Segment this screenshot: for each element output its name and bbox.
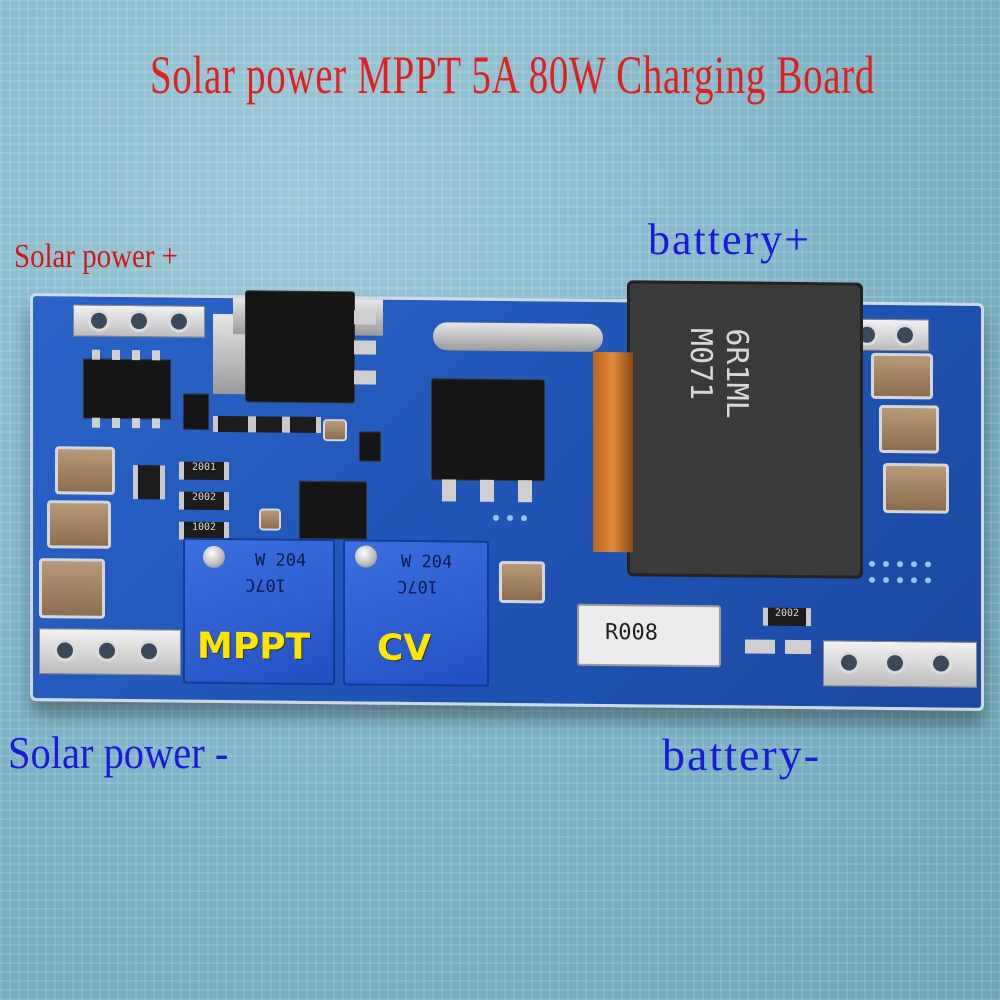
smd-resistor: 2002: [763, 607, 811, 627]
pcb-board: 2001 2002 1002 6R1ML M071 R008 2002 W 2: [30, 280, 984, 711]
trim-screw-icon[interactable]: [355, 545, 377, 568]
inductor-marking-line1: 6R1ML: [719, 328, 754, 419]
shunt-marking: R008: [605, 620, 658, 646]
smd-resistor: 2001: [179, 461, 229, 481]
component-leg: [785, 639, 811, 655]
input-capacitor: [47, 500, 111, 549]
pad-hole: [96, 639, 118, 662]
smd-resistor: [251, 416, 287, 433]
battery-plus-label: battery+: [648, 215, 811, 264]
pad-hole: [838, 651, 860, 674]
output-capacitor: [871, 352, 933, 400]
solar-power-plus-label: Solar power +: [14, 238, 178, 275]
small-transistor: [359, 431, 381, 462]
diode: [183, 393, 209, 430]
inductor-marking-line2: M071: [683, 327, 718, 401]
via: [507, 515, 513, 522]
via: [925, 561, 931, 568]
smd-resistor: [213, 415, 253, 433]
controller-ic: [83, 349, 171, 429]
smd-capacitor: [259, 508, 281, 531]
pad-hole: [88, 309, 110, 332]
via: [493, 514, 499, 521]
solar-plus-pad: [73, 304, 205, 338]
pot-code-line2: 107C: [245, 574, 286, 595]
output-capacitor: [883, 462, 949, 514]
pad-hole: [138, 640, 160, 663]
via: [897, 577, 903, 584]
via: [883, 560, 889, 568]
pot-code-line1: W 204: [255, 550, 307, 571]
solar-power-minus-label: Solar power -: [8, 727, 229, 778]
mppt-label: MPPT: [197, 625, 311, 668]
via: [883, 576, 889, 584]
via: [869, 576, 875, 583]
pot-code-line2: 107C: [397, 575, 438, 597]
smd-resistor: [285, 416, 321, 434]
smd-capacitor: [499, 560, 545, 604]
mosfet: [431, 378, 545, 503]
via: [897, 561, 903, 568]
shunt-resistor: R008: [577, 603, 721, 668]
cv-potentiometer[interactable]: W 204 107C CV: [343, 539, 489, 687]
pad-hole: [168, 310, 190, 333]
via: [911, 561, 917, 568]
battery-minus-pad: [823, 640, 977, 688]
via: [911, 577, 917, 584]
cv-label: CV: [377, 627, 432, 670]
via: [521, 515, 527, 522]
solar-minus-pad: [39, 628, 181, 676]
pad-hole: [128, 310, 150, 333]
smd-capacitor: [323, 419, 347, 442]
inductor-winding: [593, 351, 633, 553]
mosfet: [245, 290, 376, 404]
component-leg: [745, 639, 775, 654]
pad-hole: [884, 651, 906, 675]
pad-hole: [894, 324, 916, 347]
smd-resistor: 2002: [179, 491, 229, 511]
power-inductor: 6R1ML M071: [627, 280, 863, 579]
via: [925, 577, 931, 584]
input-capacitor: [39, 558, 105, 619]
mppt-potentiometer[interactable]: W 204 107C MPPT: [183, 537, 335, 686]
pad-hole: [54, 639, 76, 662]
driver-ic: [299, 480, 367, 540]
output-capacitor: [879, 404, 939, 454]
trim-screw-icon[interactable]: [203, 545, 225, 569]
copper-strip: [433, 322, 603, 353]
via: [869, 560, 875, 567]
battery-minus-label: battery-: [662, 729, 822, 780]
smd-resistor: [133, 465, 165, 500]
pot-code-line1: W 204: [401, 551, 453, 573]
input-capacitor: [55, 446, 115, 495]
title-label: Solar power MPPT 5A 80W Charging Board: [150, 45, 876, 105]
pad-hole: [930, 652, 952, 675]
